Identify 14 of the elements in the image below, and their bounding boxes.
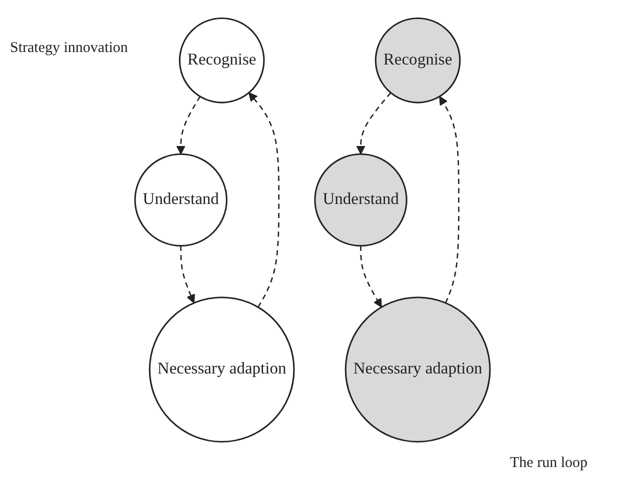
arrow (360, 246, 382, 308)
node-circle: Understand (314, 153, 408, 247)
annotation-text: The run loop (510, 455, 588, 472)
node-circle: Necessary adaption (148, 296, 295, 443)
arrow (180, 246, 196, 304)
annotation-text: Strategy innovation (10, 40, 128, 57)
node-circle: Recognise (178, 17, 265, 104)
node-circle: Recognise (374, 17, 461, 104)
arrow (439, 96, 460, 304)
node-circle: Understand (134, 153, 228, 247)
arrow (176, 96, 201, 155)
arrow (248, 92, 280, 308)
node-circle: Necessary adaption (344, 296, 491, 443)
arrow (356, 92, 392, 155)
